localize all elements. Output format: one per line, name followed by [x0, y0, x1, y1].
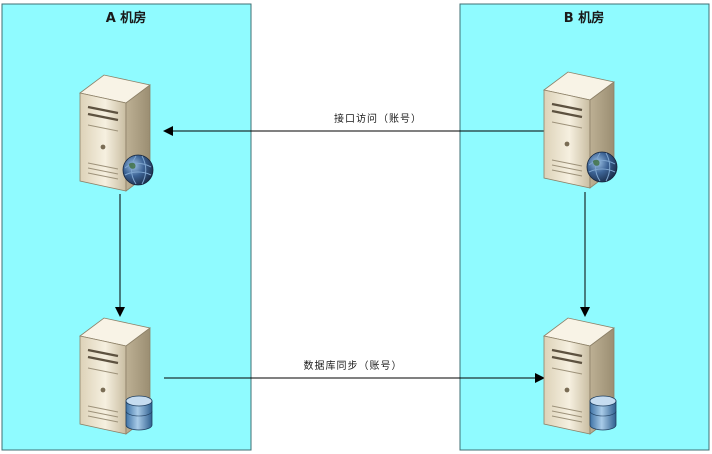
room-a-title: A 机房 [106, 10, 147, 26]
globe-icon [122, 154, 154, 186]
edge-label-db-sync: 数据库同步（账号） [304, 359, 403, 372]
room-b-title: B 机房 [564, 10, 604, 26]
server-a-db [78, 316, 153, 436]
database-icon [125, 395, 153, 431]
edge-label-api-access: 接口访问（账号） [334, 112, 422, 125]
globe-icon [586, 151, 618, 183]
server-b-db [542, 316, 617, 436]
database-icon [589, 395, 617, 431]
server-b-web [542, 70, 618, 190]
edges: 接口访问（账号） 数据库同步（账号） [115, 112, 590, 383]
server-a-web [78, 73, 154, 193]
